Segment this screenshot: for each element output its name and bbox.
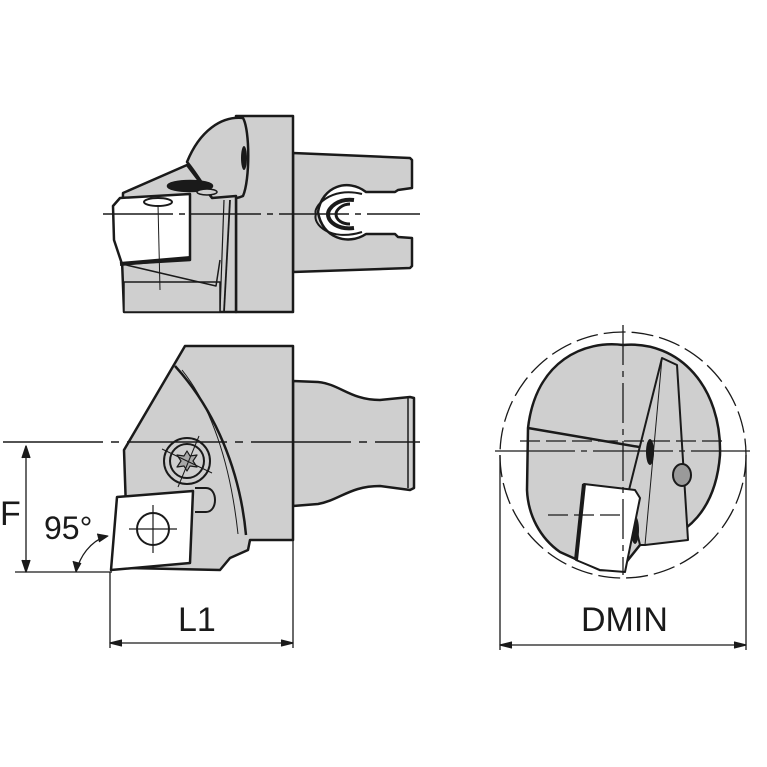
dimension-lines [15, 445, 747, 650]
dimension-label-f: F [0, 495, 21, 533]
top-view [103, 114, 420, 314]
dimension-label-l1: L1 [178, 601, 216, 639]
end-view [495, 325, 750, 579]
front-view [3, 344, 420, 572]
dimension-label-dmin: DMIN [581, 601, 668, 639]
dimension-label-angle: 95° [44, 510, 93, 546]
